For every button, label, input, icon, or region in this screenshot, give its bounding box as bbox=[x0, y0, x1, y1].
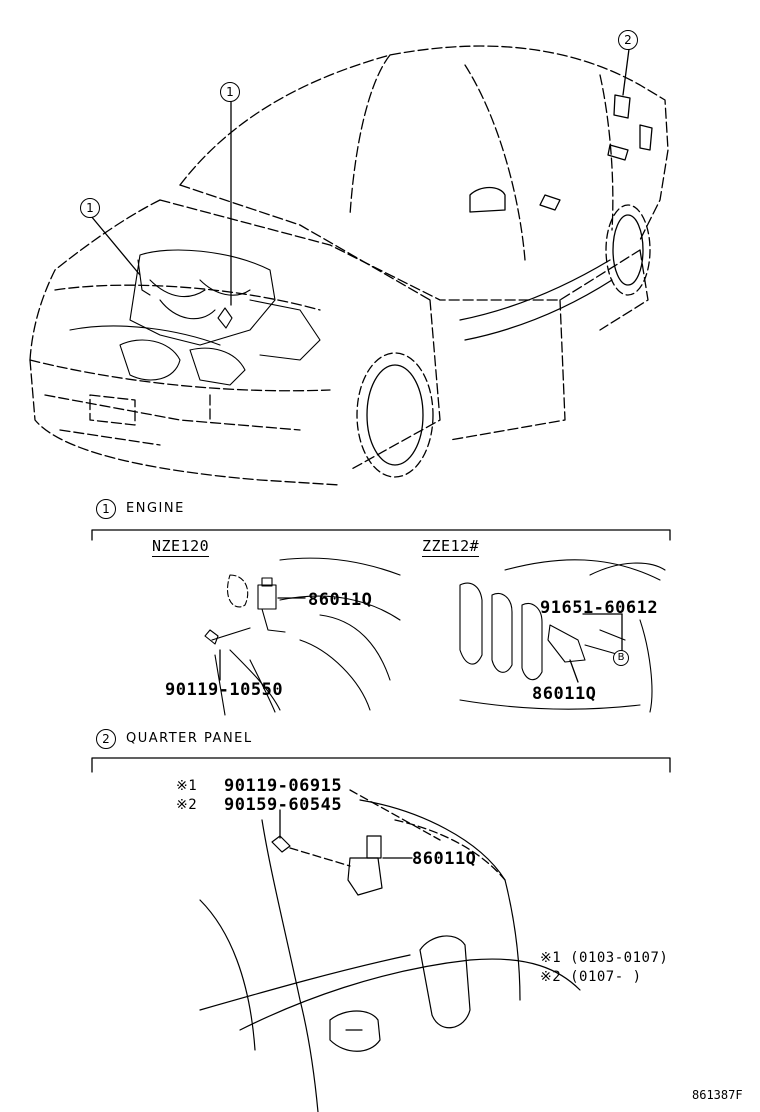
callout-1-left[interactable]: 1 bbox=[80, 198, 100, 218]
section-number-engine: 1 bbox=[96, 499, 116, 519]
part-bolt-nze[interactable]: 90119-10550 bbox=[165, 680, 284, 700]
part2-number[interactable]: 90159-60545 bbox=[224, 795, 343, 815]
callout-b[interactable]: B bbox=[613, 650, 629, 666]
part-sensor-zze[interactable]: 86011Q bbox=[532, 684, 597, 704]
callout-2[interactable]: 2 bbox=[618, 30, 638, 50]
note-2: ※2 (0107- ) bbox=[540, 969, 642, 985]
note-1: ※1 (0103-0107) bbox=[540, 950, 669, 966]
section-title-quarter: QUARTER PANEL bbox=[126, 731, 253, 746]
callout-1-center[interactable]: 1 bbox=[220, 82, 240, 102]
part2-mark: ※2 bbox=[176, 797, 198, 813]
part-sensor-nze[interactable]: 86011Q bbox=[308, 590, 373, 610]
section-title-engine: ENGINE bbox=[126, 501, 185, 516]
part-bolt-zze[interactable]: 91651-60612 bbox=[540, 598, 659, 618]
variant-zze12: ZZE12# bbox=[422, 537, 480, 557]
catalog-number: 861387F bbox=[692, 1088, 743, 1102]
section-number-quarter: 2 bbox=[96, 729, 116, 749]
part1-number[interactable]: 90119-06915 bbox=[224, 776, 343, 796]
part1-mark: ※1 bbox=[176, 778, 198, 794]
variant-nze120: NZE120 bbox=[152, 537, 210, 557]
part-sensor-quarter[interactable]: 86011Q bbox=[412, 849, 477, 869]
